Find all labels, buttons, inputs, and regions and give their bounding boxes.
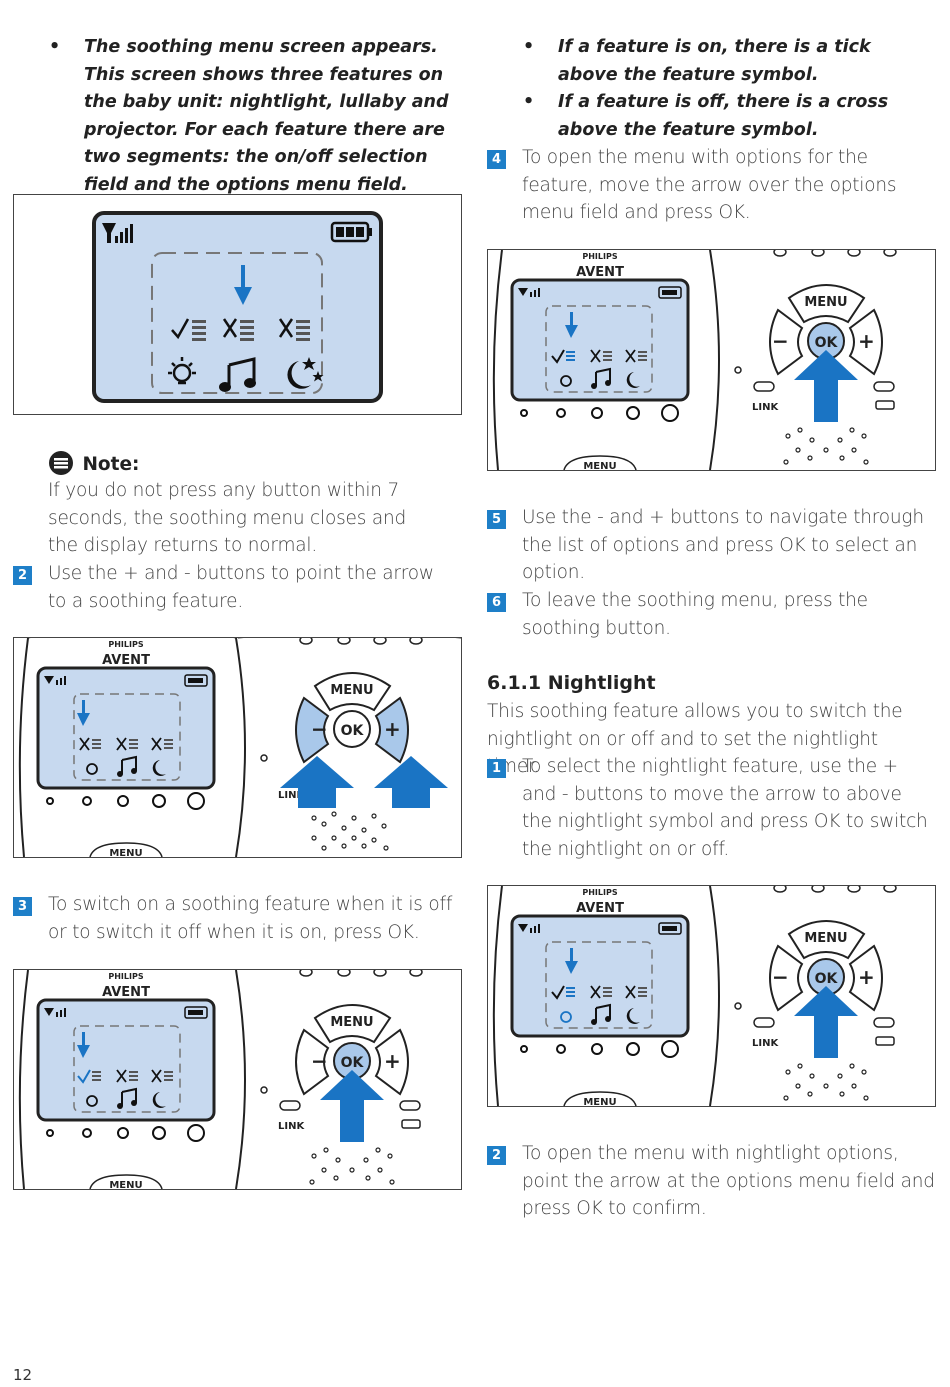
device-illustration: PHILIPS AVENT MENU MENU − + OK LINK <box>492 886 897 1106</box>
link-label: LINK <box>752 1038 779 1049</box>
nightlight-step-1-text: To select the nightlight feature, use th… <box>522 756 928 861</box>
step-number-6: 6 <box>487 593 506 612</box>
bullet-feature-on: • If a feature is on, there is a tick ab… <box>523 34 933 89</box>
brand-top-label: PHILIPS <box>108 640 143 649</box>
cross-icon <box>222 318 238 338</box>
menu-bottom-label: MENU <box>583 1097 616 1106</box>
lullaby-icon <box>219 357 256 392</box>
minus-label: − <box>772 329 789 353</box>
step-number-n2: 2 <box>487 1146 506 1165</box>
projector-icon <box>287 357 324 389</box>
menu-bottom-label: MENU <box>109 1180 142 1189</box>
step-4-text: To open the menu with options for the fe… <box>522 147 897 224</box>
device-illustration: PHILIPS AVENT MENU MENU − + OK LINK <box>492 250 897 470</box>
note-text: If you do not press any button within 7 … <box>48 480 407 557</box>
device-illustration: PHILIPS AVENT MENU MENU − + OK LINK <box>18 638 461 857</box>
page-number: 12 <box>13 1366 33 1384</box>
signal-icon <box>102 223 133 243</box>
bullet-dot: • <box>49 37 61 57</box>
step-number-2: 2 <box>13 566 32 585</box>
bullet-dot: • <box>523 37 535 57</box>
note-icon <box>49 451 73 475</box>
section-heading-nightlight: 6.1.1 Nightlight <box>487 672 656 694</box>
brand-top-label: PHILIPS <box>582 888 617 897</box>
step-number-5: 5 <box>487 510 506 529</box>
cross-icon <box>278 318 294 338</box>
press-arrow-icon <box>794 986 858 1058</box>
ok-label: OK <box>341 723 365 739</box>
brand-label: AVENT <box>102 985 150 1000</box>
brand-label: AVENT <box>102 653 150 668</box>
menu-button-label: MENU <box>330 1015 373 1030</box>
ok-label: OK <box>815 971 839 987</box>
bullet-feature-on-text: If a feature is on, there is a tick abov… <box>558 37 871 85</box>
nightlight-icon <box>168 357 196 385</box>
plus-label: + <box>384 1049 401 1073</box>
figure-plus-minus: PHILIPS AVENT MENU MENU − + OK LINK <box>13 637 462 858</box>
bullet-feature-off: • If a feature is off, there is a cross … <box>523 89 933 144</box>
figure-options-menu: PHILIPS AVENT MENU MENU − + OK LINK <box>487 249 936 471</box>
ok-label: OK <box>815 335 839 351</box>
plus-label: + <box>858 965 875 989</box>
press-arrow-icon <box>320 1070 384 1142</box>
bullet-dot: • <box>523 92 535 112</box>
intro-bullet-text: The soothing menu screen appears. This s… <box>84 37 449 195</box>
step-5-text: Use the - and + buttons to navigate thro… <box>522 507 924 584</box>
nightlight-step-2-text: To open the menu with nightlight options… <box>522 1143 935 1220</box>
step-number-3: 3 <box>13 897 32 916</box>
ok-label: OK <box>341 1055 365 1071</box>
press-arrow-icon <box>794 350 858 422</box>
press-arrow-icon <box>280 756 354 808</box>
menu-bottom-label: MENU <box>583 461 616 470</box>
menu-button-label: MENU <box>330 683 373 698</box>
link-label: LINK <box>752 402 779 413</box>
minus-label: − <box>311 1049 328 1073</box>
menu-bottom-label: MENU <box>109 848 142 857</box>
intro-bullet: • The soothing menu screen appears. This… <box>49 34 469 199</box>
step-3-text: To switch on a soothing feature when it … <box>48 894 453 943</box>
menu-button-label: MENU <box>804 295 847 310</box>
step-number-4: 4 <box>487 150 506 169</box>
brand-top-label: PHILIPS <box>582 252 617 261</box>
brand-top-label: PHILIPS <box>108 972 143 981</box>
brand-label: AVENT <box>576 265 624 280</box>
bullet-feature-off-text: If a feature is off, there is a cross ab… <box>558 92 889 140</box>
figure-soothing-screen <box>13 194 462 415</box>
press-arrow-icon <box>374 756 448 808</box>
step-number-n1: 1 <box>487 759 506 778</box>
link-label: LINK <box>278 790 305 801</box>
link-label: LINK <box>278 1121 305 1132</box>
figure-press-ok: PHILIPS AVENT MENU MENU − + OK LINK <box>13 969 462 1190</box>
step-6-text: To leave the soothing menu, press the so… <box>522 590 868 639</box>
note-heading: Note: <box>48 450 139 476</box>
brand-label: AVENT <box>576 901 624 916</box>
note-title: Note: <box>82 454 140 475</box>
minus-label: − <box>772 965 789 989</box>
minus-label: − <box>311 717 328 741</box>
battery-icon <box>330 221 372 243</box>
lcd-illustration <box>92 211 383 403</box>
plus-label: + <box>384 717 401 741</box>
selection-arrow-icon <box>234 265 252 305</box>
figure-nightlight-select: PHILIPS AVENT MENU MENU − + OK LINK <box>487 885 936 1107</box>
step-2-text: Use the + and - buttons to point the arr… <box>48 563 434 612</box>
menu-button-label: MENU <box>804 931 847 946</box>
device-illustration: PHILIPS AVENT MENU MENU − + OK LINK <box>18 970 423 1189</box>
tick-icon <box>171 318 190 340</box>
plus-label: + <box>858 329 875 353</box>
